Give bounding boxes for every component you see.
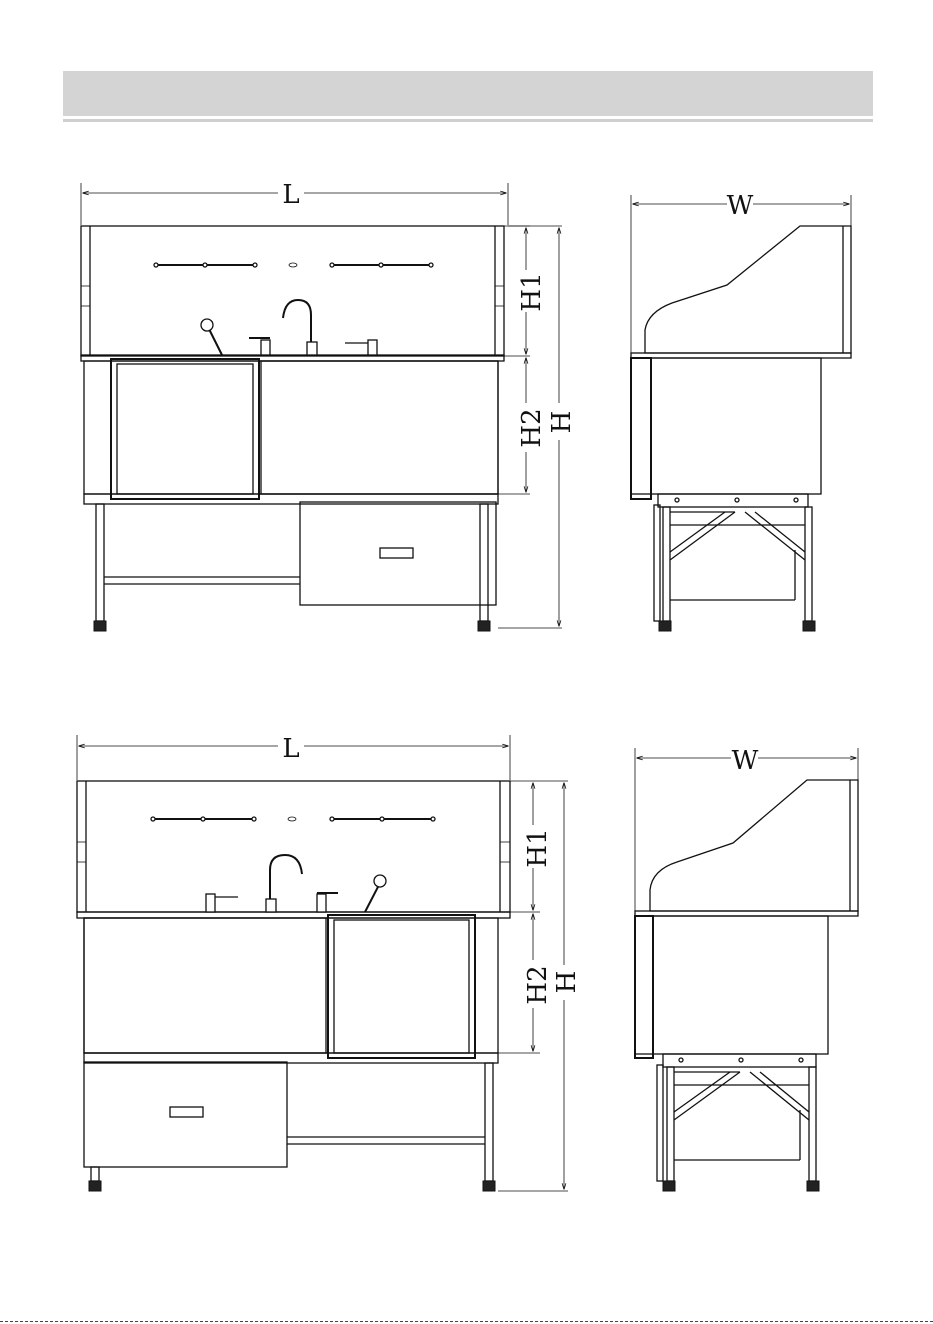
top-side-view: W — [631, 191, 851, 631]
dim-label-H1-2: H1 — [523, 828, 553, 867]
dim-label-H2-2: H2 — [523, 965, 553, 1004]
dim-label-H2: H2 — [517, 408, 547, 447]
dim-label-H-2: H — [552, 971, 582, 994]
top-front-view: L — [81, 180, 577, 631]
faucet — [283, 300, 317, 355]
bottom-side-view: W — [635, 746, 858, 1191]
dim-label-W: W — [727, 191, 754, 221]
mixer-tap — [249, 338, 270, 355]
dim-label-L-2: L — [282, 734, 299, 764]
bottom-front-view: L — [77, 734, 582, 1191]
dim-label-W-2: W — [732, 746, 759, 776]
soap-dispenser — [345, 340, 377, 355]
dim-label-L: L — [282, 180, 299, 210]
sprayer — [201, 319, 222, 355]
dim-label-H1: H1 — [517, 272, 547, 311]
bottom-rule — [0, 1321, 933, 1322]
dim-label-H: H — [547, 411, 577, 434]
